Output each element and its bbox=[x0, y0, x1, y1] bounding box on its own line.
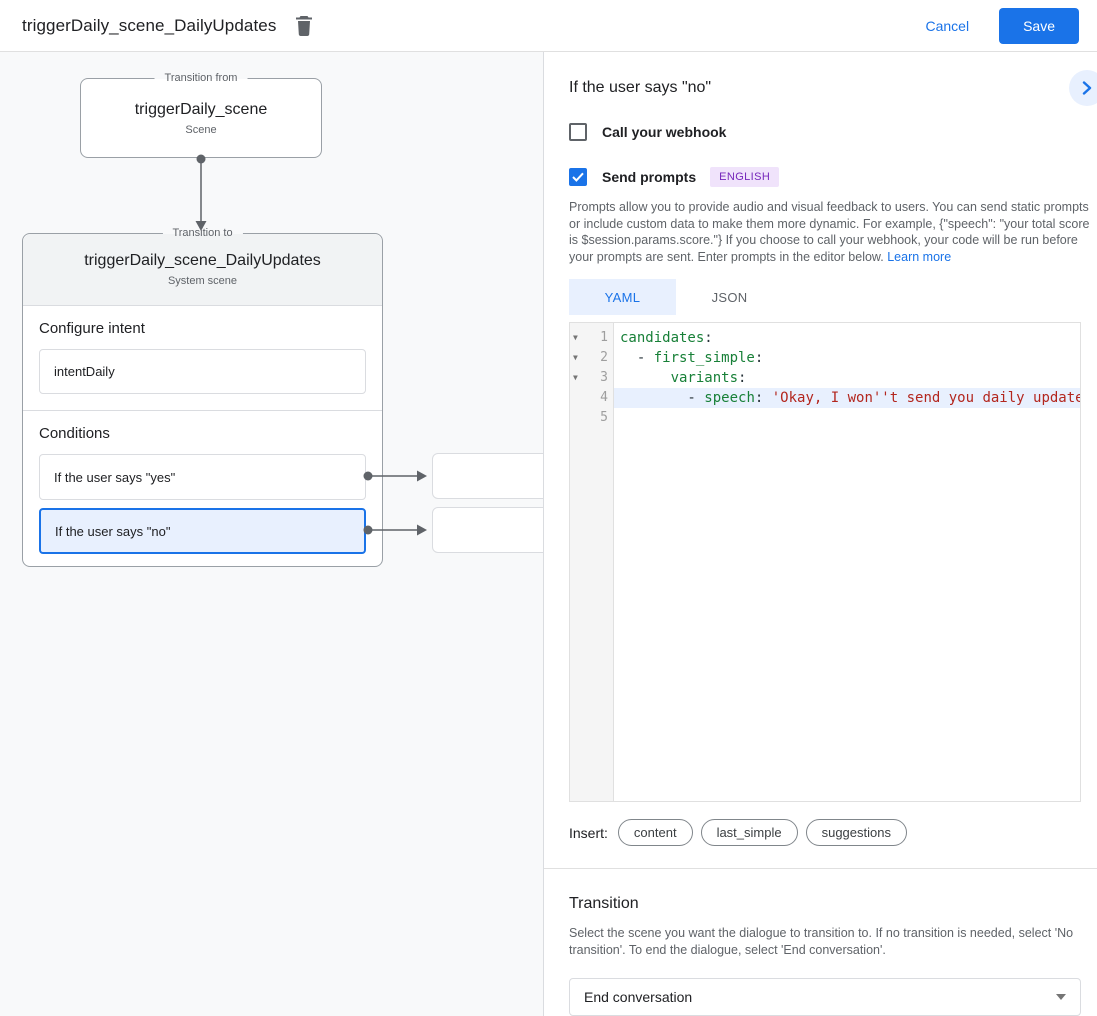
dropdown-caret-icon bbox=[1056, 994, 1066, 1000]
transition-to-legend: Transition to bbox=[162, 226, 243, 241]
line-number: 5 bbox=[600, 410, 608, 425]
language-badge: ENGLISH bbox=[710, 167, 780, 187]
transition-to-card: Transition to triggerDaily_scene_DailyUp… bbox=[22, 226, 383, 567]
cancel-button[interactable]: Cancel bbox=[925, 17, 970, 34]
conditions-section: Conditions If the user says "yes"If the … bbox=[23, 411, 382, 578]
code-content: candidates: bbox=[620, 330, 713, 346]
condition-item-0[interactable]: If the user says "yes" bbox=[39, 454, 366, 500]
fold-arrow-icon[interactable]: ▼ bbox=[573, 373, 578, 382]
conditions-list: If the user says "yes" If the user says "… bbox=[39, 454, 366, 554]
webhook-row: Call your webhook bbox=[569, 123, 1080, 141]
transition-select[interactable]: End conversation bbox=[569, 978, 1081, 1016]
send-prompts-checkbox[interactable] bbox=[569, 168, 587, 186]
insert-chip-content[interactable]: content bbox=[617, 819, 693, 846]
insert-chips: content last_simple suggestions bbox=[617, 819, 915, 846]
code-content bbox=[614, 408, 1080, 428]
line-number: ▼3 bbox=[570, 368, 614, 388]
send-prompts-row: Send prompts ENGLISH bbox=[569, 167, 1080, 187]
send-prompts-label: Send prompts bbox=[602, 169, 697, 185]
tab-json[interactable]: JSON bbox=[711, 289, 748, 305]
code-line-2[interactable]: ▼2 - first_simple: bbox=[570, 348, 1080, 368]
save-button[interactable]: Save bbox=[999, 7, 1079, 44]
editor-gutter bbox=[570, 323, 614, 801]
from-scene-subtitle: Scene bbox=[185, 123, 217, 136]
section-divider bbox=[544, 868, 1097, 869]
fold-arrow-icon[interactable]: ▼ bbox=[573, 333, 578, 342]
card-divider bbox=[23, 410, 382, 411]
to-scene-subtitle: System scene bbox=[167, 275, 238, 287]
code-content: variants: bbox=[670, 370, 747, 386]
intent-input[interactable]: intentDaily bbox=[39, 349, 366, 394]
insert-chip-suggestions[interactable]: suggestions bbox=[805, 819, 907, 846]
code-content: - speech: 'Okay, I won''t send you daily… bbox=[614, 388, 1080, 408]
transition-select-value: End conversation bbox=[584, 989, 693, 1005]
condition-detail-panel: If the user says "no" Call your webhook … bbox=[543, 52, 1097, 1016]
page-title: triggerDaily_scene_DailyUpdates bbox=[22, 15, 277, 35]
learn-more-link[interactable]: Learn more bbox=[887, 249, 952, 264]
prompts-section: If the user says "no" Call your webhook … bbox=[544, 52, 1097, 869]
chevron-right-icon bbox=[1082, 81, 1092, 95]
trash-icon bbox=[296, 15, 313, 36]
insert-chip-last_simple[interactable]: last_simple bbox=[700, 819, 798, 846]
insert-label: Insert: bbox=[569, 824, 608, 841]
scene-flow-canvas: Transition from triggerDaily_scene Scene… bbox=[0, 52, 543, 1016]
code-line-3[interactable]: ▼3 variants: bbox=[570, 368, 1080, 388]
code-content: - first_simple: bbox=[620, 350, 764, 366]
prompts-description: Prompts allow you to provide audio and v… bbox=[569, 199, 1093, 265]
condition-item-1[interactable]: If the user says "no" bbox=[39, 508, 366, 554]
call-webhook-checkbox[interactable] bbox=[569, 123, 587, 141]
configure-intent-label: Configure intent bbox=[39, 320, 145, 337]
prompts-description-text: Prompts allow you to provide audio and v… bbox=[569, 200, 1090, 264]
condition-title: If the user says "no" bbox=[569, 79, 712, 96]
configure-intent-section: Configure intent intentDaily bbox=[23, 306, 382, 410]
transition-from-legend: Transition from bbox=[154, 71, 248, 86]
transition-section: Transition Select the scene you want the… bbox=[544, 869, 1097, 1016]
code-line-5[interactable]: 5 bbox=[570, 408, 1080, 428]
code-line-1[interactable]: ▼1 candidates: bbox=[570, 328, 1080, 348]
line-number: ▼1 bbox=[570, 328, 614, 348]
transition-from-node[interactable]: Transition from triggerDaily_scene Scene bbox=[80, 71, 322, 158]
delete-scene-button[interactable] bbox=[292, 14, 316, 38]
transition-description: Select the scene you want the dialogue t… bbox=[569, 926, 1074, 957]
code-line-4[interactable]: 4 - speech: 'Okay, I won''t send you dai… bbox=[570, 388, 1080, 408]
transition-title: Transition bbox=[569, 895, 639, 912]
insert-row: Insert: content last_simple suggestions bbox=[569, 819, 1080, 846]
to-scene-title: triggerDaily_scene_DailyUpdates bbox=[84, 252, 321, 269]
top-bar: triggerDaily_scene_DailyUpdates Cancel S… bbox=[0, 0, 1097, 52]
collapse-panel-button[interactable] bbox=[1069, 70, 1097, 106]
transition-target-box-no[interactable] bbox=[432, 507, 543, 553]
editor-format-tabs: YAML JSON bbox=[569, 279, 1080, 315]
line-number: 4 bbox=[600, 390, 608, 405]
call-webhook-label: Call your webhook bbox=[602, 124, 727, 140]
transition-target-box-yes[interactable] bbox=[432, 453, 543, 499]
to-scene-header: triggerDaily_scene_DailyUpdates System s… bbox=[23, 234, 382, 306]
from-scene-title: triggerDaily_scene bbox=[134, 100, 268, 118]
line-number: ▼2 bbox=[570, 348, 614, 368]
fold-arrow-icon[interactable]: ▼ bbox=[573, 353, 578, 362]
tab-yaml[interactable]: YAML bbox=[569, 279, 676, 315]
conditions-label: Conditions bbox=[39, 425, 110, 442]
check-icon bbox=[572, 172, 584, 182]
